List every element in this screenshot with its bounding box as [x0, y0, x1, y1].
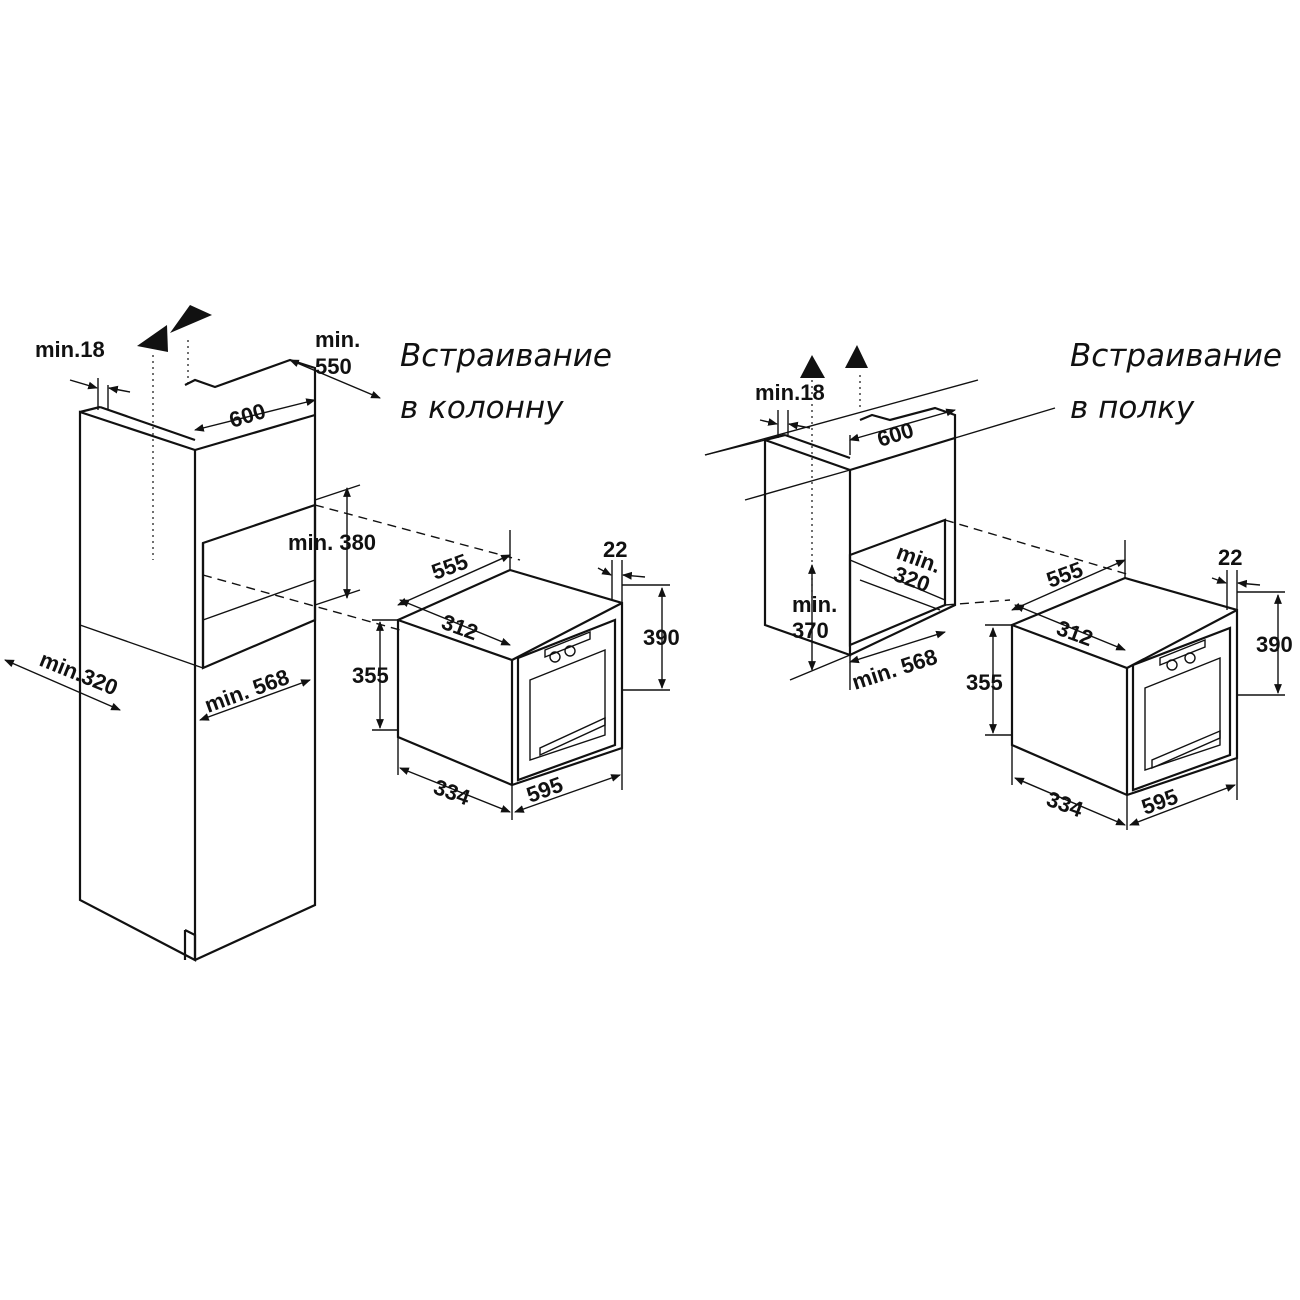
dim-min380: min. 380	[288, 530, 376, 555]
dim-shelf-555: 555	[1043, 557, 1086, 593]
column-installation: min.18 min. 550 600 min. 380 min.320 min…	[4, 305, 680, 962]
dim-shelf-22: 22	[1218, 545, 1242, 570]
dim-595: 595	[523, 772, 566, 808]
dim-22: 22	[603, 537, 627, 562]
dim-shelf-334: 334	[1043, 786, 1087, 822]
dim-shelf-min18: min.18	[755, 380, 825, 405]
dim-shelf-600: 600	[874, 417, 916, 452]
dim-600: 600	[226, 398, 268, 433]
column-cabinet	[78, 358, 317, 962]
airflow-arrow-icon	[800, 355, 825, 378]
oven-right	[1010, 576, 1239, 797]
dim-334: 334	[430, 774, 474, 810]
dim-min18: min.18	[35, 337, 105, 362]
oven-left	[396, 568, 624, 787]
dim-shelf-min370-label: min.	[792, 592, 837, 617]
dim-shelf-390: 390	[1256, 632, 1293, 657]
dim-min550-value: 550	[315, 354, 352, 379]
dim-355: 355	[352, 663, 389, 688]
airflow-arrow-icon	[170, 305, 212, 333]
dim-312: 312	[438, 609, 481, 645]
caption-column-line2: в колонну	[400, 390, 564, 426]
dim-shelf-355: 355	[966, 670, 1003, 695]
dim-390: 390	[643, 625, 680, 650]
dim-min550-label: min.	[315, 327, 360, 352]
shelf-installation: min.18 600 min. 320 min. 370 min. 568 Вс…	[704, 338, 1293, 830]
caption-shelf-line1: Встраивание	[1070, 338, 1282, 374]
dim-shelf-min568: min. 568	[849, 644, 940, 695]
dim-shelf-312: 312	[1053, 615, 1096, 651]
dim-555: 555	[428, 549, 471, 585]
airflow-arrow-icon	[845, 345, 868, 368]
dim-shelf-min370-value: 370	[792, 618, 829, 643]
airflow-arrow-icon	[137, 325, 168, 352]
caption-shelf-line2: в полку	[1070, 390, 1195, 426]
dim-min568: min. 568	[201, 664, 292, 718]
caption-column-line1: Встраивание	[400, 338, 612, 374]
